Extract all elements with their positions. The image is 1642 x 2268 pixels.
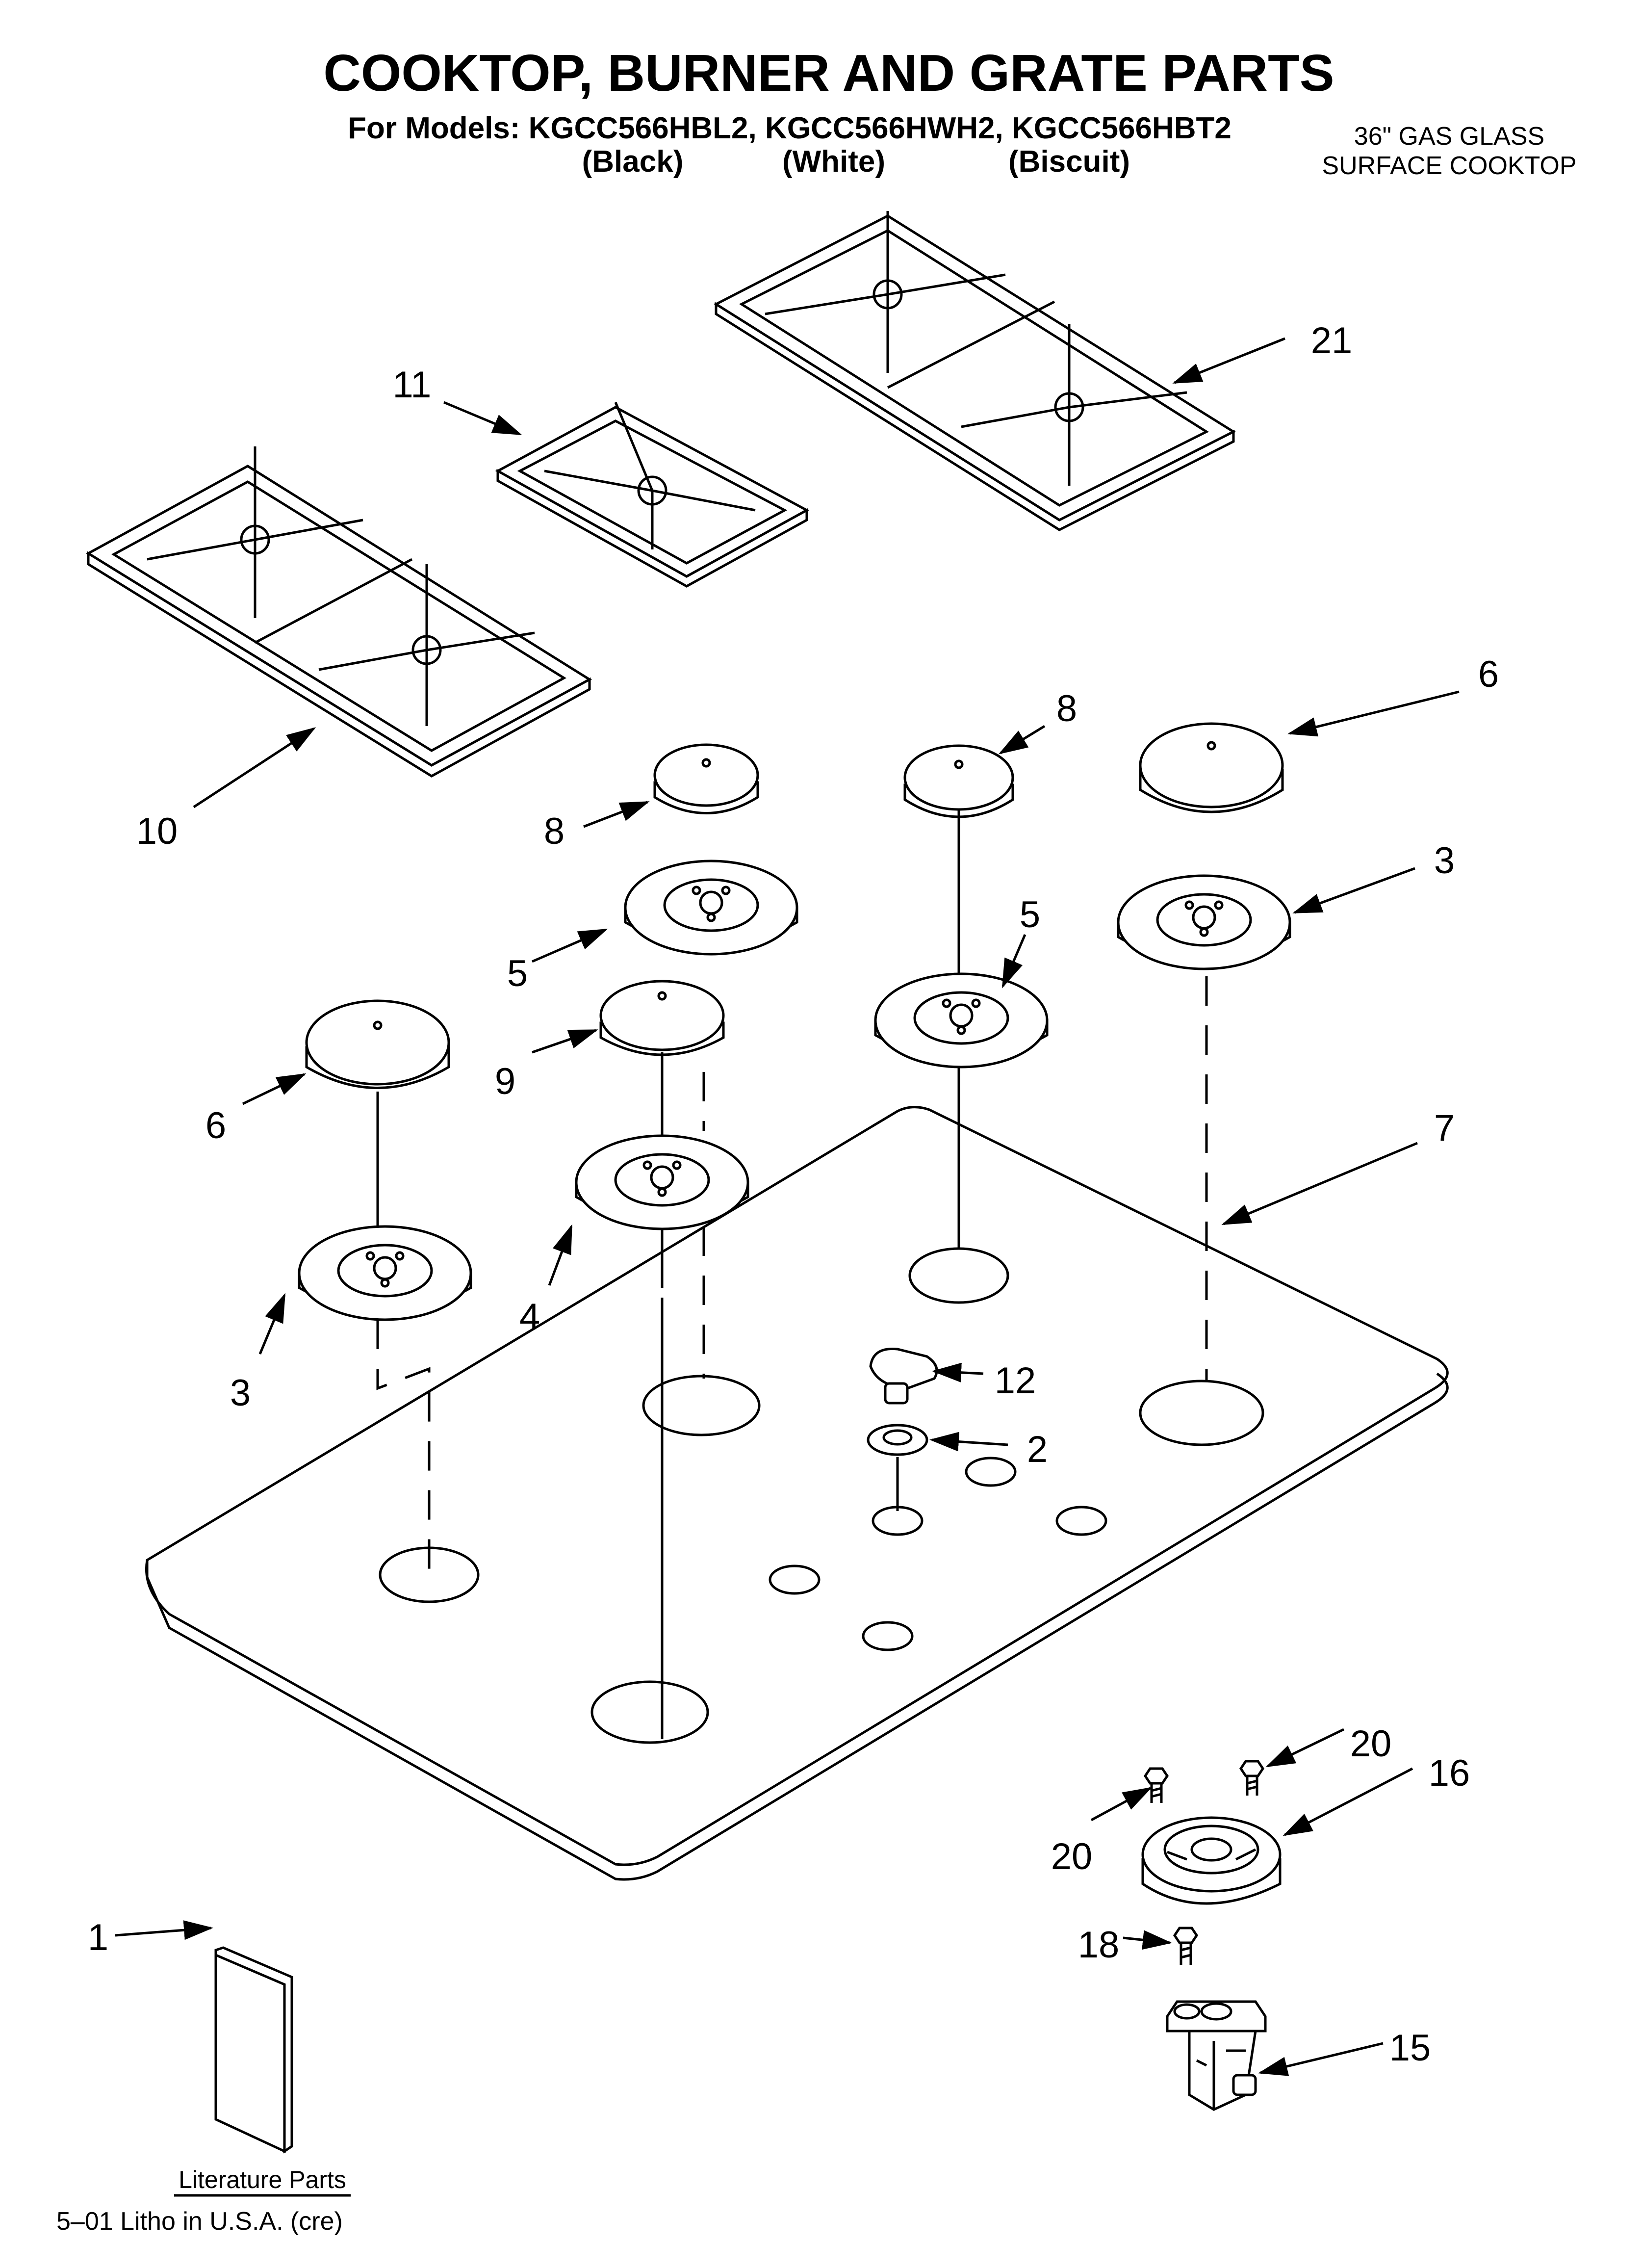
burner-head-4	[575, 1134, 749, 1230]
cap-8-left	[653, 743, 759, 814]
callout-1: 1	[88, 1917, 108, 1958]
grate-right-21	[713, 211, 1236, 531]
callout-10: 10	[136, 810, 178, 852]
screw-20-left	[1143, 1767, 1169, 1803]
callout-20-right: 20	[1350, 1723, 1392, 1765]
color-white-label: (White)	[782, 145, 885, 179]
callout-18: 18	[1078, 1924, 1120, 1966]
callout-20-left: 20	[1051, 1836, 1093, 1877]
grate-center-11	[495, 402, 810, 588]
product-line-2: SURFACE COOKTOP	[1322, 152, 1576, 180]
literature-parts-1	[214, 1946, 293, 2154]
callout-3-right: 3	[1434, 840, 1455, 882]
callout-12: 12	[995, 1360, 1036, 1402]
callout-5-left: 5	[507, 953, 528, 994]
burner-hole	[1139, 1380, 1264, 1446]
burner-hole	[590, 1680, 709, 1744]
callout-9: 9	[495, 1061, 515, 1102]
burner-hole	[642, 1375, 761, 1436]
callout-16: 16	[1429, 1752, 1470, 1794]
callout-6-left: 6	[205, 1105, 226, 1147]
product-line-1: 36" GAS GLASS	[1354, 122, 1544, 151]
screw-18	[1173, 1927, 1199, 1965]
callout-5-center: 5	[1020, 894, 1040, 936]
burner-head-5-left	[624, 860, 798, 956]
cap-6-left	[305, 999, 450, 1089]
grate-left-10	[86, 446, 592, 778]
callout-15: 15	[1389, 2027, 1431, 2069]
burner-head-3-left	[298, 1225, 472, 1321]
cap-9	[599, 980, 725, 1056]
callout-4: 4	[519, 1296, 540, 1338]
valve-15	[1166, 2000, 1267, 2111]
color-black-label: (Black)	[582, 145, 684, 179]
cap-6-right	[1139, 722, 1284, 813]
screw-20-right	[1239, 1760, 1265, 1796]
models-line: For Models: KGCC566HBL2, KGCC566HWH2, KG…	[348, 111, 1232, 145]
callout-7: 7	[1434, 1107, 1455, 1149]
callout-21: 21	[1311, 320, 1353, 362]
burner-head-5-center	[874, 972, 1049, 1069]
callout-11: 11	[393, 364, 432, 406]
callout-3-left: 3	[230, 1372, 251, 1414]
footer-litho: 5–01 Litho in U.S.A. (cre)	[56, 2207, 343, 2236]
literature-parts-label: Literature Parts	[179, 2166, 346, 2193]
assembly-lines	[376, 809, 1208, 1739]
callout-2: 2	[1027, 1429, 1048, 1470]
callout-arrows	[115, 337, 1460, 2076]
color-biscuit-label: (Biscuit)	[1008, 145, 1130, 179]
callout-8-left: 8	[544, 810, 564, 852]
callout-6-right: 6	[1478, 653, 1499, 695]
burner-base-16	[1141, 1816, 1282, 1905]
callout-8-center: 8	[1056, 688, 1077, 730]
cap-8-center	[903, 744, 1014, 818]
bezel-2	[867, 1424, 928, 1456]
page-title: COOKTOP, BURNER AND GRATE PARTS	[323, 44, 1334, 102]
knob-12	[869, 1347, 938, 1405]
burner-head-3-right	[1117, 874, 1291, 970]
